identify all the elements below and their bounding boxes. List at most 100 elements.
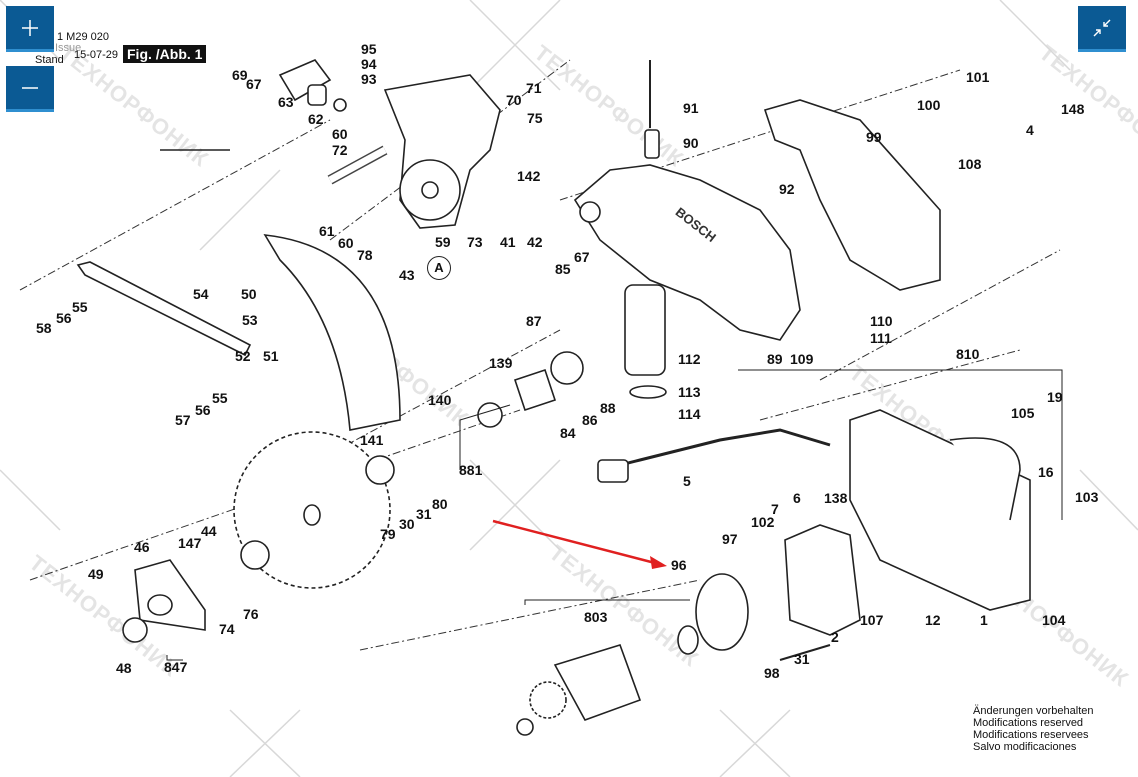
part-label-56: 56: [195, 402, 211, 418]
part-label-95: 95: [361, 41, 377, 57]
modifications-note: Änderungen vorbehalten Modifications res…: [973, 705, 1093, 753]
part-label-108: 108: [958, 156, 982, 172]
part-label-62: 62: [308, 111, 324, 127]
part-label-810: 810: [956, 346, 980, 362]
stand-label: Stand: [35, 54, 64, 66]
parts-outlines: [76, 59, 1031, 736]
part-label-4: 4: [1026, 122, 1034, 138]
part-label-847: 847: [164, 659, 188, 675]
part-label-46: 46: [134, 539, 150, 555]
part-label-105: 105: [1011, 405, 1035, 421]
part-label-142: 142: [517, 168, 541, 184]
part-label-89: 89: [767, 351, 783, 367]
part-label-31: 31: [794, 651, 810, 667]
part-label-70: 70: [506, 92, 522, 108]
part-label-42: 42: [527, 234, 543, 250]
part-label-16: 16: [1038, 464, 1054, 480]
part-label-94: 94: [361, 56, 377, 72]
part-label-51: 51: [263, 348, 279, 364]
part-label-57: 57: [175, 412, 191, 428]
leader-lines: [166, 369, 1063, 661]
part-label-2: 2: [831, 629, 839, 645]
part-label-93: 93: [361, 71, 377, 87]
part-label-69: 69: [232, 67, 248, 83]
collapse-arrows-icon: [1093, 19, 1111, 36]
part-label-85: 85: [555, 261, 571, 277]
highlight-arrow: [492, 519, 667, 569]
part-label-7: 7: [771, 501, 779, 517]
zoom-out-button[interactable]: [6, 66, 54, 112]
part-label-43: 43: [399, 267, 415, 283]
part-label-141: 141: [360, 432, 384, 448]
note-line: Salvo modificaciones: [973, 741, 1077, 753]
part-label-80: 80: [432, 496, 448, 512]
issue-label: Issue: [55, 42, 82, 54]
part-label-78: 78: [357, 247, 373, 263]
part-label-48: 48: [116, 660, 132, 676]
model-number: 1 M29 020: [57, 31, 109, 43]
part-label-55: 55: [212, 390, 228, 406]
part-label-84: 84: [560, 425, 576, 441]
part-label-44: 44: [201, 523, 217, 539]
part-label-96: 96: [671, 557, 687, 573]
part-label-101: 101: [966, 69, 990, 85]
part-label-6: 6: [793, 490, 801, 506]
part-label-31: 31: [416, 506, 432, 522]
part-label-110: 110: [870, 313, 893, 329]
part-label-56: 56: [56, 310, 72, 326]
part-label-79: 79: [380, 526, 396, 542]
part-label-63: 63: [278, 94, 294, 110]
part-label-12: 12: [925, 612, 941, 628]
part-label-147: 147: [178, 535, 202, 551]
part-label-58: 58: [36, 320, 52, 336]
part-label-49: 49: [88, 566, 104, 582]
part-label-92: 92: [779, 181, 795, 197]
part-label-109: 109: [790, 351, 814, 367]
part-label-91: 91: [683, 100, 699, 116]
part-label-111: 111: [870, 330, 892, 346]
part-label-59: 59: [435, 234, 451, 250]
part-label-87: 87: [526, 313, 542, 329]
exit-fullscreen-button[interactable]: [1078, 6, 1126, 52]
part-label-61: 61: [319, 223, 335, 239]
part-label-19: 19: [1047, 389, 1063, 405]
part-label-30: 30: [399, 516, 415, 532]
part-label-73: 73: [467, 234, 483, 250]
part-label-99: 99: [866, 129, 882, 145]
part-label-107: 107: [860, 612, 884, 628]
part-label-139: 139: [489, 355, 513, 371]
part-label-67: 67: [574, 249, 590, 265]
part-label-103: 103: [1075, 489, 1099, 505]
part-label-41: 41: [500, 234, 516, 250]
part-label-5: 5: [683, 473, 691, 489]
callout-a: A: [427, 256, 451, 280]
part-label-98: 98: [764, 665, 780, 681]
part-label-76: 76: [243, 606, 259, 622]
part-label-52: 52: [235, 348, 251, 364]
part-label-148: 148: [1061, 101, 1085, 117]
figure-tag: Fig. /Abb. 1: [123, 45, 207, 63]
note-line: Änderungen vorbehalten: [973, 705, 1094, 717]
part-label-881: 881: [459, 462, 483, 478]
part-label-60: 60: [332, 126, 348, 142]
part-label-86: 86: [582, 412, 598, 428]
part-label-71: 71: [526, 80, 542, 96]
part-label-90: 90: [683, 135, 699, 151]
part-label-53: 53: [242, 312, 258, 328]
part-label-55: 55: [72, 299, 88, 315]
part-label-67: 67: [246, 76, 262, 92]
part-label-114: 114: [678, 406, 701, 422]
part-label-1: 1: [980, 612, 988, 628]
revision-date: 15-07-29: [74, 49, 119, 61]
part-label-112: 112: [678, 351, 701, 367]
part-label-54: 54: [193, 286, 209, 302]
part-label-97: 97: [722, 531, 738, 547]
note-line: Modifications reserved: [973, 717, 1084, 729]
part-label-138: 138: [824, 490, 848, 506]
part-label-104: 104: [1042, 612, 1066, 628]
zoom-in-button[interactable]: [6, 6, 54, 52]
plus-icon: [22, 19, 38, 36]
